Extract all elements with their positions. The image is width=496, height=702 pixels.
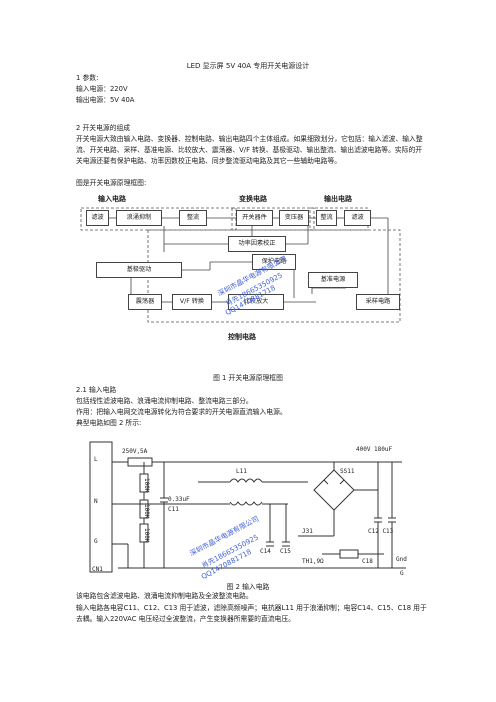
- c18-label: C18: [362, 558, 373, 565]
- gnd-label: Gnd: [396, 556, 407, 563]
- c12-c13-label: C12 C13: [368, 528, 394, 535]
- bottom-paragraph: 输入电路各电容C11、C12、C13 用于滤波，滤除高频噪声；电抗器L11 用于…: [76, 604, 427, 623]
- box-input-rectifier: 整流: [179, 210, 207, 226]
- box-base-drive: 基极驱动: [96, 262, 182, 278]
- box-comparator: 比较放大: [228, 294, 284, 310]
- box-input-filter: 滤波: [86, 210, 109, 226]
- section21-line3: 典型电路如图 2 所示:: [76, 419, 142, 427]
- resistor2-label: 100K: [143, 504, 150, 519]
- box-switch-device: 开关器件: [236, 210, 273, 226]
- section21-heading: 2.1 输入电路: [76, 386, 117, 394]
- figure1-intro: 图是开关电源原理框图:: [76, 179, 147, 187]
- box-pfc: 功率因素校正: [228, 236, 286, 252]
- input-circuit-schematic: L N G CN1 250V,5A 100K 100K 100K 0.33uF …: [88, 440, 418, 581]
- input-power-line: 输入电源：220V: [76, 85, 128, 93]
- figure2-caption: 图 2 输入电路: [226, 583, 270, 591]
- section2-heading: 2 开关电源的组成: [76, 124, 131, 132]
- terminal-l: L: [94, 456, 98, 463]
- box-output-rectifier: 整流: [316, 210, 337, 226]
- box-sampling: 采样电路: [356, 294, 400, 310]
- terminal-g: G: [94, 538, 98, 545]
- ss11-label: SS11: [340, 468, 355, 475]
- ground-g-label: G: [400, 570, 404, 577]
- thermistor-label: TH1,9Ω: [302, 558, 324, 565]
- c14-label: C14: [260, 548, 271, 555]
- page-title: LED 显示屏 5V 40A 专用开关电源设计: [186, 62, 310, 70]
- section1-heading: 1 参数:: [76, 74, 99, 82]
- group-control-label: 控制电路: [228, 333, 256, 341]
- box-transformer: 变压器: [279, 210, 309, 226]
- resistor1-label: 100K: [143, 478, 150, 493]
- group-output-label: 输出电路: [324, 195, 352, 203]
- terminal-n: N: [94, 498, 98, 505]
- fuse-label: 250V,5A: [122, 448, 148, 455]
- section21-line1: 包括线性滤波电路、浪涌电流抑制电路、整流电路三部分。: [76, 397, 253, 405]
- box-surge-suppress: 浪涌抑制: [116, 210, 162, 226]
- box-vf-convert: V/F 转换: [172, 294, 212, 310]
- group-convert-label: 变换电路: [239, 195, 267, 203]
- group-input-label: 输入电路: [98, 195, 126, 203]
- resistor3-label: 100K: [143, 528, 150, 543]
- figure1-caption: 图 1 开关电源原理框图: [213, 374, 283, 382]
- schematic-lines: [89, 441, 406, 573]
- section2-paragraph: 开关电源大致由输入电路、变换器、控制电路、输出电路四个主体组成。如果细致划分，它…: [76, 135, 423, 165]
- box-output-filter: 滤波: [344, 210, 371, 226]
- section21-line2: 作用：把输入电网交流电源转化为符合要求的开关电源直流输入电源。: [76, 408, 287, 416]
- output-power-line: 输出电源：5V 40A: [76, 96, 135, 104]
- l11-label: L11: [236, 468, 247, 475]
- c11-label: C11: [168, 506, 179, 513]
- j31-label: J31: [302, 528, 313, 535]
- connector-label: CN1: [92, 566, 103, 573]
- block-diagram-lines: [80, 207, 401, 323]
- bottom-line1: 该电路包含滤波电路、浪涌电流抑制电路及全波整流电路。: [76, 592, 253, 600]
- box-reference: 基准电源: [308, 272, 358, 288]
- bulk-cap-label: 400V 180uF: [356, 446, 393, 453]
- box-oscillator: 震荡器: [128, 294, 162, 310]
- block-diagram: 输入电路 变换电路 输出电路 控制电路 滤波 浪涌抑制 整流 开关器件 变压器 …: [76, 190, 428, 370]
- c11-value-label: 0.33uF: [168, 496, 190, 503]
- c15-label: C15: [280, 548, 291, 555]
- box-protection: 保护电路: [252, 254, 296, 270]
